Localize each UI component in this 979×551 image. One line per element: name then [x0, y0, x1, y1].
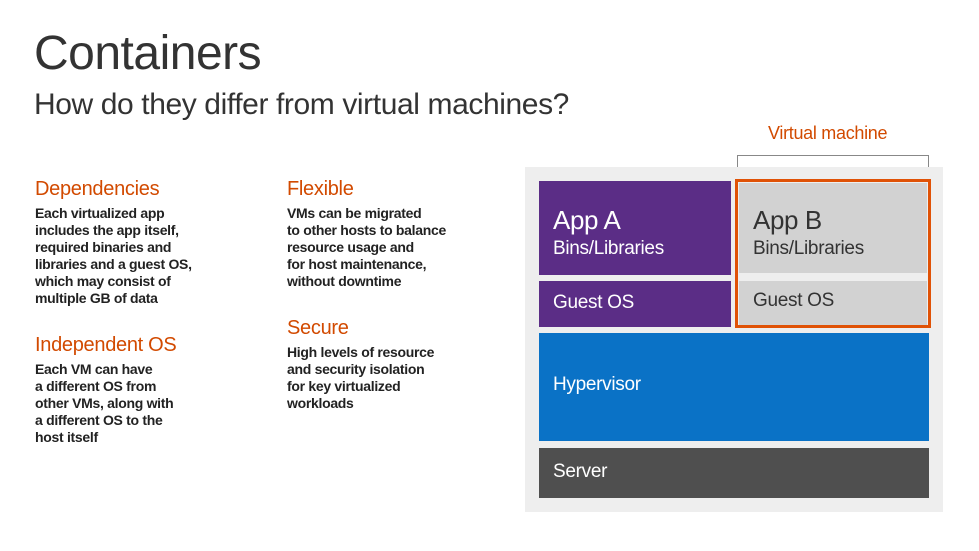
section-heading: Independent OS: [35, 334, 177, 356]
virtual-machine-highlight: [735, 179, 931, 328]
section-dependencies: Dependencies Each virtualized app includ…: [35, 179, 240, 307]
app-b-name: App B: [753, 205, 822, 235]
virtual-machine-bracket: [737, 155, 929, 167]
hypervisor-label: Hypervisor: [553, 374, 641, 395]
app-a-guest-os-block: Guest OS: [539, 281, 731, 327]
section-body: VMs can be migrated to other hosts to ba…: [287, 205, 446, 289]
app-b-libraries: Bins/Libraries: [753, 238, 864, 259]
server-block: Server: [539, 448, 929, 498]
hypervisor-block: Hypervisor: [539, 333, 929, 441]
app-b-guest-os: Guest OS: [753, 290, 835, 311]
section-flexible: Flexible VMs can be migrated to other ho…: [287, 179, 502, 290]
page-title: Containers: [34, 27, 262, 80]
app-b-guest-os-block: Guest OS: [739, 281, 927, 325]
server-label: Server: [553, 461, 608, 482]
app-a-libraries: Bins/Libraries: [553, 238, 664, 259]
section-heading: Flexible: [287, 178, 354, 200]
vm-architecture-diagram: App A Bins/Libraries Guest OS App B Bins…: [525, 167, 943, 512]
app-a-guest-os: Guest OS: [553, 292, 635, 313]
section-secure: Secure High levels of resource and secur…: [287, 318, 502, 412]
section-body: Each VM can have a different OS from oth…: [35, 361, 174, 445]
section-heading: Secure: [287, 317, 349, 339]
app-b-block: App B Bins/Libraries: [739, 183, 927, 273]
page-subtitle: How do they differ from virtual machines…: [34, 88, 569, 121]
virtual-machine-label: Virtual machine: [768, 123, 888, 143]
section-body: Each virtualized app includes the app it…: [35, 205, 192, 306]
section-body: High levels of resource and security iso…: [287, 344, 435, 411]
app-a-name: App A: [553, 205, 621, 235]
app-a-block: App A Bins/Libraries: [539, 181, 731, 275]
section-independent-os: Independent OS Each VM can have a differ…: [35, 335, 240, 446]
section-heading: Dependencies: [35, 178, 160, 200]
